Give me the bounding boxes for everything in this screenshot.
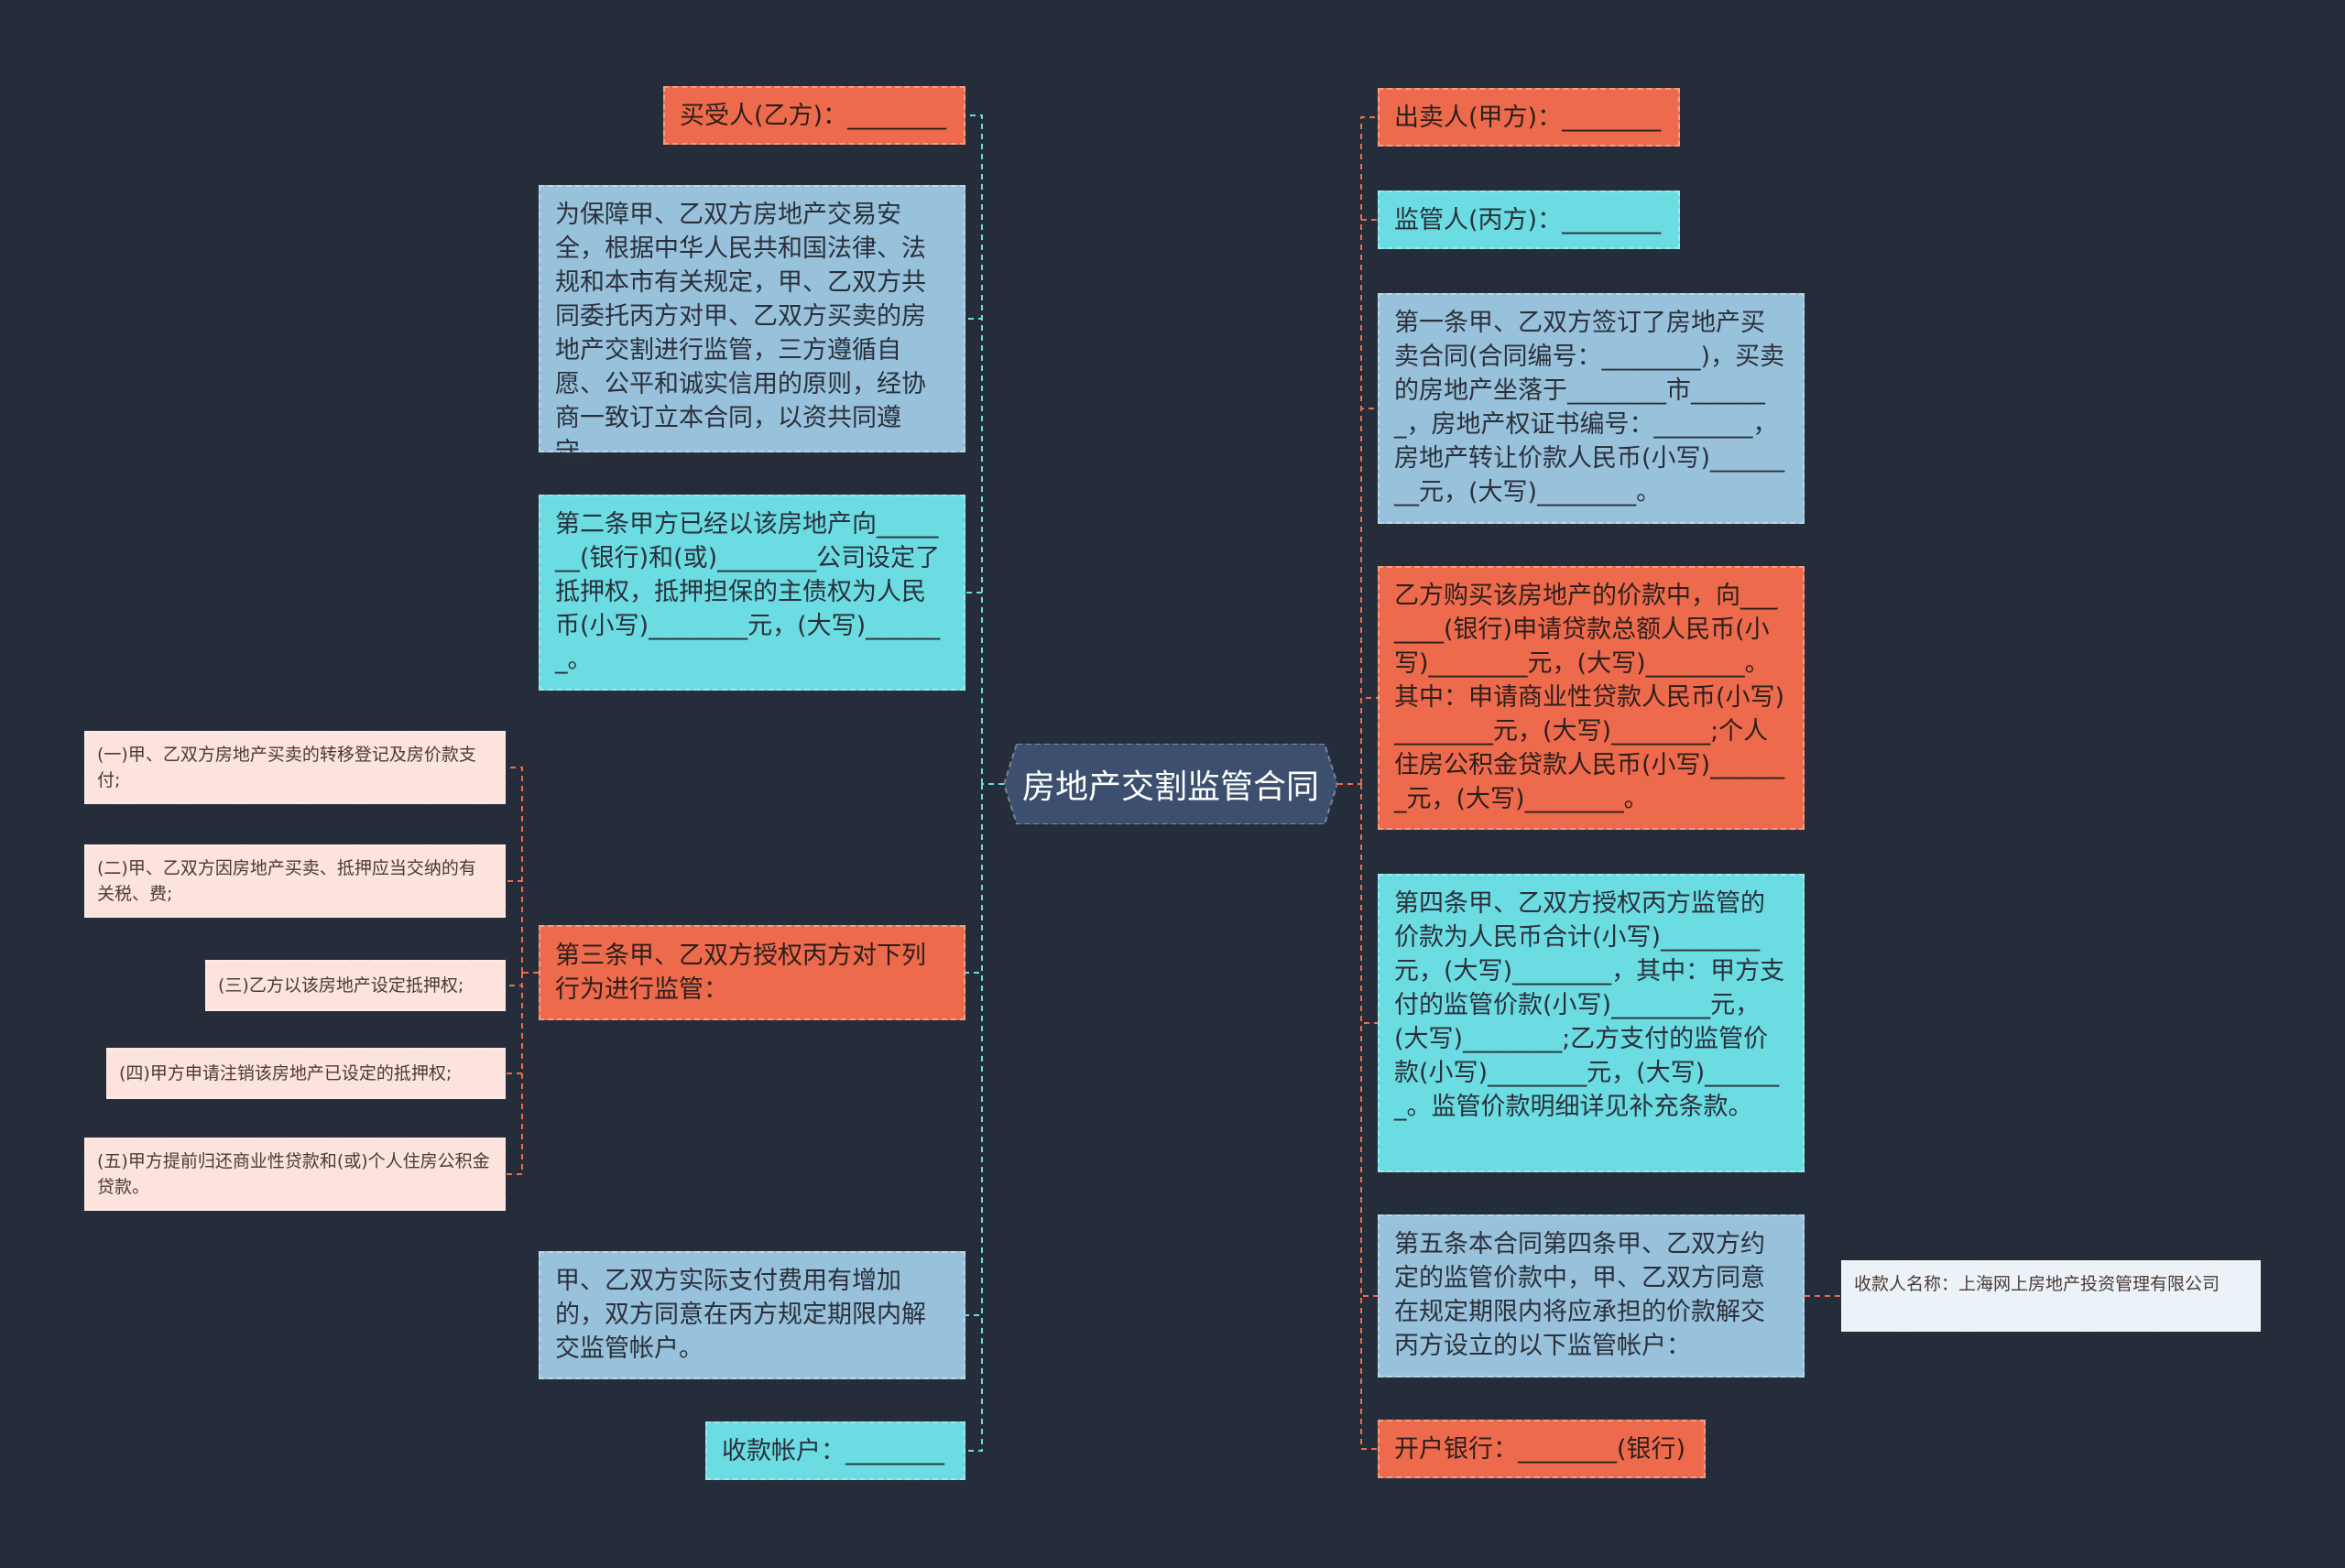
node-payee-name[interactable]: 收款人名称：上海网上房地产投资管理有限公司 [1841, 1260, 2261, 1332]
node-article-2[interactable]: 第二条甲方已经以该房地产向_______(银行)和(或)________公司设定… [539, 495, 965, 691]
link-art3-item-3 [506, 973, 523, 986]
node-article-4[interactable]: 第四条甲、乙双方授权丙方监管的价款为人民币合计(小写)________元，(大写… [1378, 874, 1805, 1172]
link-art3-item-4 [506, 973, 523, 1074]
root-node[interactable]: 房地产交割监管合同 [1004, 744, 1337, 824]
art3-item-5[interactable]: (五)甲方提前归还商业性贷款和(或)个人住房公积金贷款。 [84, 1138, 506, 1211]
link-left-1 [965, 318, 983, 784]
link-right-5 [1360, 784, 1378, 1297]
link-right-2 [1360, 408, 1378, 784]
node-loan[interactable]: 乙方购买该房地产的价款中，向_______(银行)申请贷款总额人民币(小写)__… [1378, 566, 1805, 830]
link-right-3 [1360, 697, 1378, 784]
link-art3-item-5 [506, 973, 523, 1175]
link-right-6 [1360, 784, 1378, 1450]
node-supervisor[interactable]: 监管人(丙方)：________ [1378, 191, 1680, 249]
node-seller[interactable]: 出卖人(甲方)：________ [1378, 88, 1680, 147]
link-right-1 [1360, 219, 1378, 784]
link-right-4 [1360, 784, 1378, 1024]
link-left-3 [965, 784, 983, 974]
node-opening-bank[interactable]: 开户银行：________(银行) [1378, 1420, 1706, 1478]
art3-item-2[interactable]: (二)甲、乙双方因房地产买卖、抵押应当交纳的有关税、费; [84, 844, 506, 918]
node-buyer[interactable]: 买受人(乙方)：________ [663, 86, 965, 145]
art3-item-1[interactable]: (一)甲、乙双方房地产买卖的转移登记及房价款支付; [84, 731, 506, 804]
link-right-0 [1360, 116, 1378, 784]
link-left-5 [965, 784, 983, 1452]
node-article-1[interactable]: 第一条甲、乙双方签订了房地产买卖合同(合同编号：________)，买卖的房地产… [1378, 293, 1805, 524]
link-left-0 [965, 114, 983, 784]
node-receiving-account[interactable]: 收款帐户：________ [705, 1421, 965, 1480]
root-label: 房地产交割监管合同 [1021, 768, 1319, 806]
node-purpose[interactable]: 为保障甲、乙双方房地产交易安全，根据中华人民共和国法律、法规和本市有关规定，甲、… [539, 185, 965, 466]
node-article-3[interactable]: 第三条甲、乙双方授权丙方对下列行为进行监管： [539, 925, 965, 1020]
link-left-4 [965, 784, 983, 1316]
node-extra-cost[interactable]: 甲、乙双方实际支付费用有增加的，双方同意在丙方规定期限内解交监管帐户。 [539, 1251, 965, 1379]
art3-item-3[interactable]: (三)乙方以该房地产设定抵押权; [205, 960, 506, 1011]
link-left-2 [965, 592, 983, 784]
link-art3-item-2 [506, 880, 523, 973]
art3-item-4[interactable]: (四)甲方申请注销该房地产已设定的抵押权; [106, 1048, 506, 1099]
node-article-5[interactable]: 第五条本合同第四条甲、乙双方约定的监管价款中，甲、乙双方同意在规定期限内将应承担… [1378, 1214, 1805, 1377]
link-art3-item-1 [506, 767, 523, 973]
root-hexagon-shape [1004, 744, 1337, 824]
